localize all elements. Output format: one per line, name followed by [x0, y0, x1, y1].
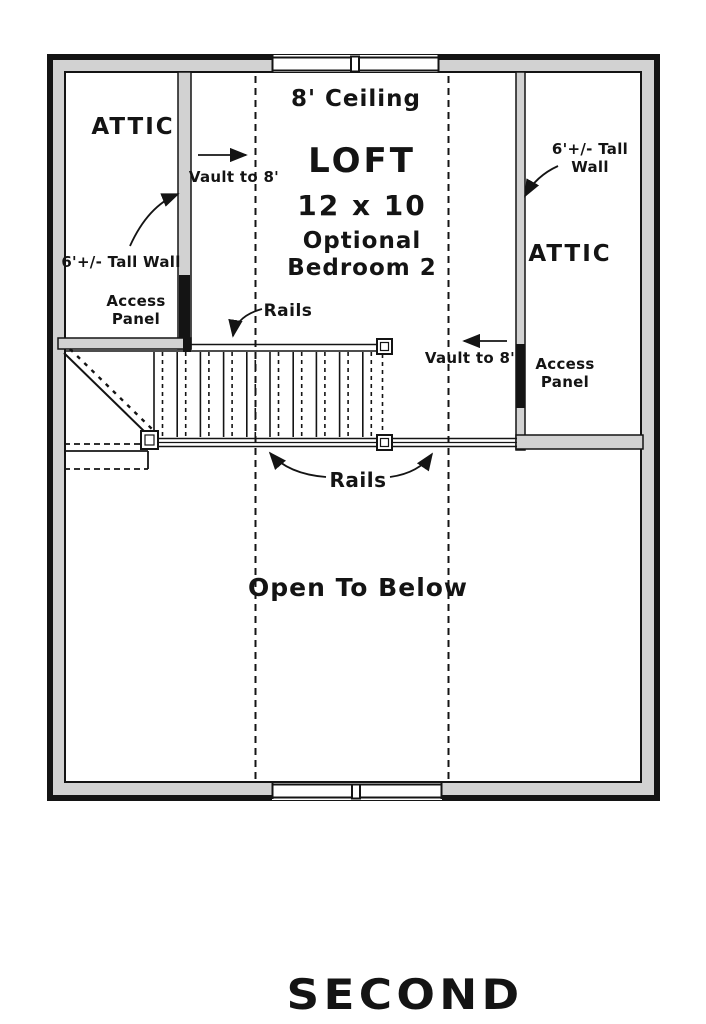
drawing-title: SECOND FLOOR PLAN — [286, 970, 524, 1024]
attic-right-label: ATTIC — [528, 241, 612, 267]
right-attic-knee-wall — [515, 71, 526, 451]
access-panel-right-label: Access Panel — [535, 355, 595, 391]
newel-post-bottom-left — [140, 430, 159, 450]
tall-wall-left-label: 6'+/- Tall Wall — [61, 253, 181, 271]
right-attic-walls — [515, 71, 644, 451]
annotation-arrows — [129, 147, 559, 478]
top-window-mullion — [350, 55, 360, 73]
tall-wall-arrow-right — [524, 165, 559, 198]
tall-wall-arrow-left — [129, 193, 180, 247]
interior-floor-area — [64, 71, 642, 783]
open-to-below-label: Open To Below — [247, 573, 469, 602]
top-window — [271, 55, 440, 73]
newel-post-bottom-right — [376, 434, 393, 451]
vault-right-label: Vault to 8' — [424, 349, 516, 367]
bottom-window — [271, 783, 443, 800]
rails-bottom-arrow-left — [268, 451, 327, 478]
loft-optional-label: Optional Bedroom 2 — [287, 228, 437, 282]
left-attic-walls — [57, 71, 192, 352]
bottom-window-mullion — [351, 783, 361, 800]
attic-left-label: ATTIC — [91, 114, 175, 140]
stair-treads — [153, 352, 373, 437]
access-panel-left-label: Access Panel — [106, 292, 166, 328]
vault-left-label: Vault to 8' — [188, 168, 280, 186]
rails-bottom-label: Rails — [329, 468, 387, 492]
left-attic-wall-end-cap — [183, 338, 191, 352]
left-attic-access-door — [179, 275, 190, 342]
staircase — [63, 338, 517, 470]
rails-top-arrow — [228, 308, 263, 338]
ceiling-label: 8' Ceiling — [290, 86, 422, 112]
left-attic-bottom-wall — [57, 337, 192, 350]
newel-post-top-right — [376, 338, 393, 355]
rails-bottom-arrow-right — [389, 452, 434, 478]
tall-wall-right-label: 6'+/- Tall Wall — [551, 140, 629, 176]
loft-label: LOFT — [308, 141, 416, 181]
right-attic-bottom-wall — [515, 434, 644, 450]
rails-top-label: Rails — [263, 301, 313, 321]
loft-size-label: 12 x 10 — [297, 189, 427, 222]
stair-diagonal-line — [63, 352, 148, 435]
exterior-walls — [47, 54, 660, 801]
right-attic-access-door — [516, 344, 525, 408]
